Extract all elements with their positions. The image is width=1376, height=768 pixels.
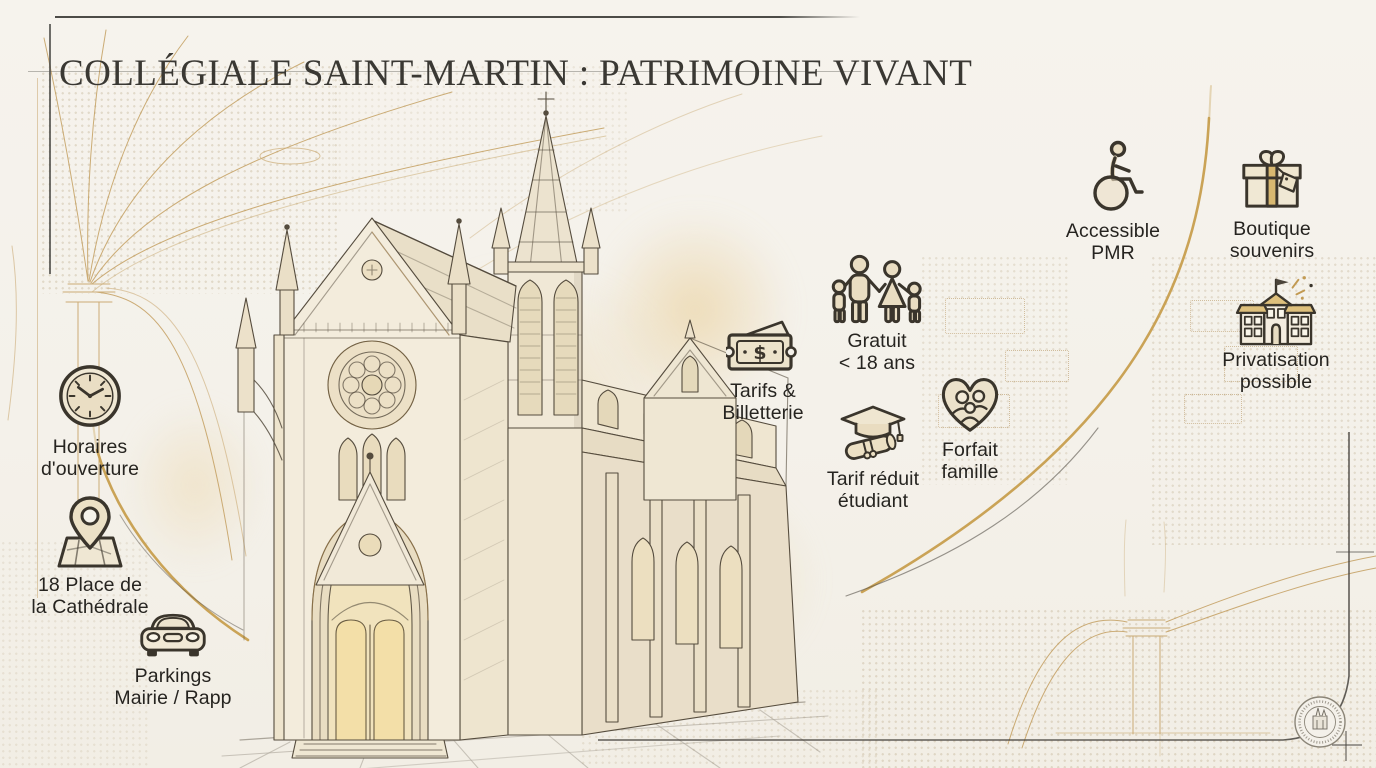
gold-frame-line [37, 78, 38, 598]
info-label: Boutique souvenirs [1229, 218, 1315, 262]
label-line: Gratuit [847, 330, 907, 352]
car-icon [140, 613, 206, 657]
label-line: Horaires [52, 436, 128, 458]
label-line: Privatisation [1222, 349, 1330, 371]
info-label: 18 Place de la Cathédrale [31, 574, 149, 618]
south-flank [581, 379, 799, 736]
nave-side-wall [459, 334, 509, 741]
label-line: Forfait [942, 439, 998, 461]
label-line: possible [1239, 370, 1313, 393]
info-label: Privatisation possible [1222, 349, 1330, 393]
info-label: Forfait famille [941, 439, 999, 483]
bell-tower [491, 207, 601, 429]
info-item-boutique: Boutique souvenirs [1192, 140, 1352, 262]
portal [291, 452, 449, 759]
title-sub-rule [28, 71, 861, 72]
label-line: Tarifs & [730, 380, 796, 402]
label-line: Boutique [1233, 218, 1311, 240]
facade-pinnacles [273, 218, 471, 741]
vault-sketch-top-left [7, 29, 823, 561]
nave-roof [371, 219, 517, 343]
info-label: Tarif réduit étudiant [826, 468, 920, 512]
label-line: famille [941, 460, 999, 483]
label-line: la Cathédrale [31, 595, 149, 618]
label-line: PMR [1091, 241, 1135, 264]
collegiale-seal [1294, 696, 1346, 748]
label-line: souvenirs [1229, 239, 1315, 262]
label-line: Parkings [134, 665, 212, 687]
label-line: Billetterie [722, 401, 804, 424]
gift-icon [1242, 150, 1302, 208]
info-label: Accessible PMR [1065, 220, 1161, 264]
wheelchair-icon [1093, 140, 1144, 211]
label-line: étudiant [837, 489, 909, 512]
info-label: Gratuit < 18 ans [838, 330, 916, 374]
confetti [1291, 276, 1313, 300]
info-item-gratuit: Gratuit < 18 ans [794, 254, 960, 374]
info-label: Tarifs & Billetterie [722, 380, 804, 424]
page-title: COLLÉGIALE SAINT-MARTIN : PATRIMOINE VIV… [59, 52, 973, 94]
info-item-famille: Forfait famille [895, 372, 1045, 483]
transept-gable [643, 319, 789, 501]
cathedral-illustration [221, 91, 829, 768]
family-icon [831, 254, 922, 324]
gold-orbit-arcs [91, 85, 1212, 642]
heart-family-icon [941, 378, 999, 432]
clock-icon [59, 365, 121, 427]
label-line: Tarif réduit [826, 468, 920, 490]
svg-text:$: $ [753, 342, 766, 364]
seal-cathedral-glyph [1312, 707, 1328, 730]
label-line: < 18 ans [838, 351, 916, 374]
spire [513, 91, 579, 269]
info-item-parkings: Parkings Mairie / Rapp [93, 609, 253, 709]
event-building-icon [1235, 276, 1317, 346]
title-top-rule [55, 16, 860, 18]
graduation-cap-icon [840, 405, 906, 460]
flying-buttress [235, 297, 283, 641]
info-item-privatisation: Privatisation possible [1193, 270, 1359, 393]
title-left-rule [49, 24, 51, 274]
label-line: 18 Place de [37, 574, 143, 596]
map-pin-icon [57, 496, 123, 568]
info-item-adresse: 18 Place de la Cathédrale [10, 492, 170, 618]
crossing-base [507, 427, 583, 736]
info-label: Parkings Mairie / Rapp [114, 665, 232, 709]
ticket-icon: $ [726, 320, 797, 371]
info-item-horaires: Horaires d'ouverture [12, 362, 168, 480]
info-label: Horaires d'ouverture [40, 436, 140, 480]
label-line: Mairie / Rapp [114, 686, 232, 709]
info-item-pmr: Accessible PMR [1033, 140, 1193, 264]
info-item-etudiant: Tarif réduit étudiant [793, 402, 953, 512]
label-line: Accessible [1065, 220, 1161, 242]
label-line: d'ouverture [40, 457, 140, 480]
info-item-tarifs: $ Tarifs & Billetterie [683, 318, 843, 424]
